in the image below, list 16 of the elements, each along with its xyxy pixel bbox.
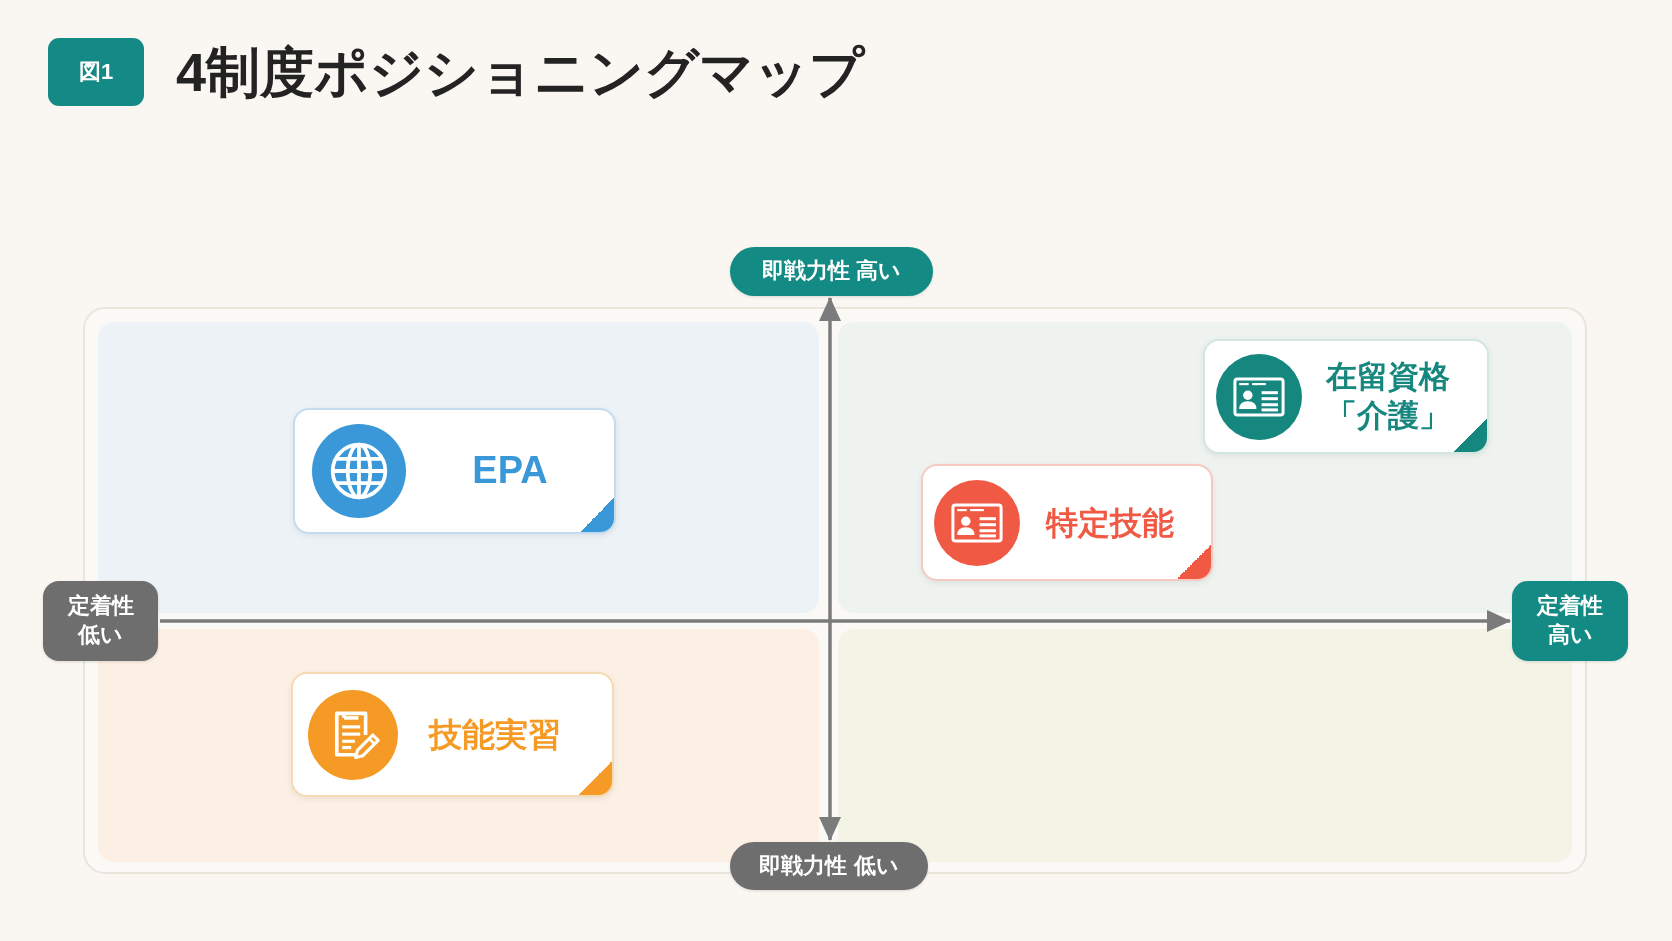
axis-arrow bbox=[160, 610, 1511, 632]
axis-arrow bbox=[819, 297, 841, 841]
axis-label: 即戦力性 低い bbox=[730, 842, 928, 890]
figure-number-badge: 図1 bbox=[48, 38, 144, 106]
system-card bbox=[293, 408, 616, 534]
system-name: 特定技能 bbox=[1045, 503, 1174, 543]
axis-label: 即戦力性 高い bbox=[730, 247, 933, 296]
system-name: 在留資格「介護」 bbox=[1324, 357, 1451, 435]
system-card bbox=[921, 464, 1213, 581]
system-card bbox=[291, 672, 614, 797]
page-title: 4制度ポジショニングマップ bbox=[176, 41, 865, 104]
axis-label: 定着性低い bbox=[43, 581, 158, 661]
axis-label: 定着性高い bbox=[1512, 581, 1628, 661]
system-name: 技能実習 bbox=[429, 714, 561, 755]
system-card bbox=[1203, 339, 1489, 454]
system-name: EPA bbox=[472, 448, 548, 494]
